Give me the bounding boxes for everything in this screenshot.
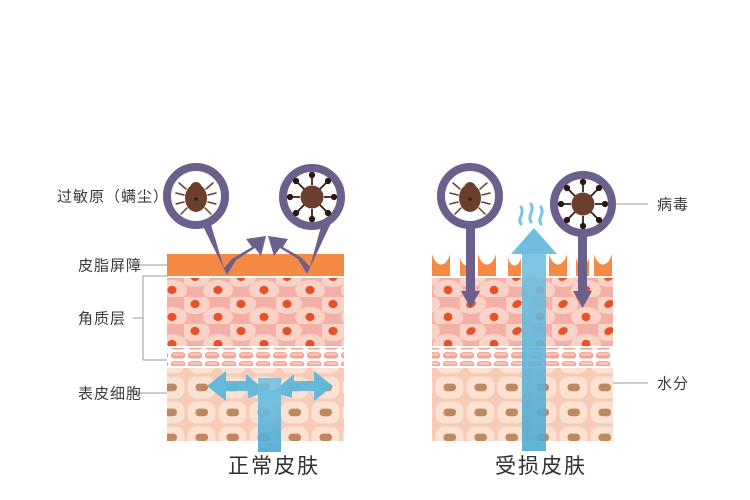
water-retained-arrow-icon [207, 371, 333, 452]
virus-icon-2 [557, 178, 609, 230]
bracket-corneum [142, 275, 168, 361]
granular-layer [167, 348, 344, 366]
steam-wisp-icon [518, 202, 544, 226]
magnifier-icon-virus-damaged [550, 171, 616, 237]
label-epidermal-cell: 表皮细胞 [78, 386, 143, 403]
penetrating-arrow-icon-2 [573, 222, 592, 308]
label-sebum-barrier: 皮脂屏障 [78, 258, 143, 275]
label-allergen: 过敏原（螨尘） [57, 189, 170, 206]
water-loss-arrow-icon [511, 228, 557, 451]
caption-normal-skin: 正常皮肤 [228, 454, 320, 478]
sebum-barrier-layer [167, 254, 344, 276]
dust-mite-icon-2 [449, 182, 491, 215]
label-moisture: 水分 [657, 376, 690, 393]
stratum-corneum-layer [167, 278, 344, 346]
caption-damaged-skin: 受损皮肤 [495, 454, 587, 478]
magnifier-icon-mite-damaged [437, 163, 503, 229]
label-stratum-corneum: 角质层 [78, 311, 127, 328]
dust-mite-icon [175, 182, 217, 215]
normal-skin-block [167, 254, 344, 441]
penetrating-arrow-icon [461, 222, 480, 308]
virus-icon [286, 171, 338, 223]
magnifier-icon-virus-normal [279, 164, 345, 230]
label-virus: 病毒 [657, 197, 690, 214]
magnifier-icon-mite-normal [163, 163, 229, 229]
